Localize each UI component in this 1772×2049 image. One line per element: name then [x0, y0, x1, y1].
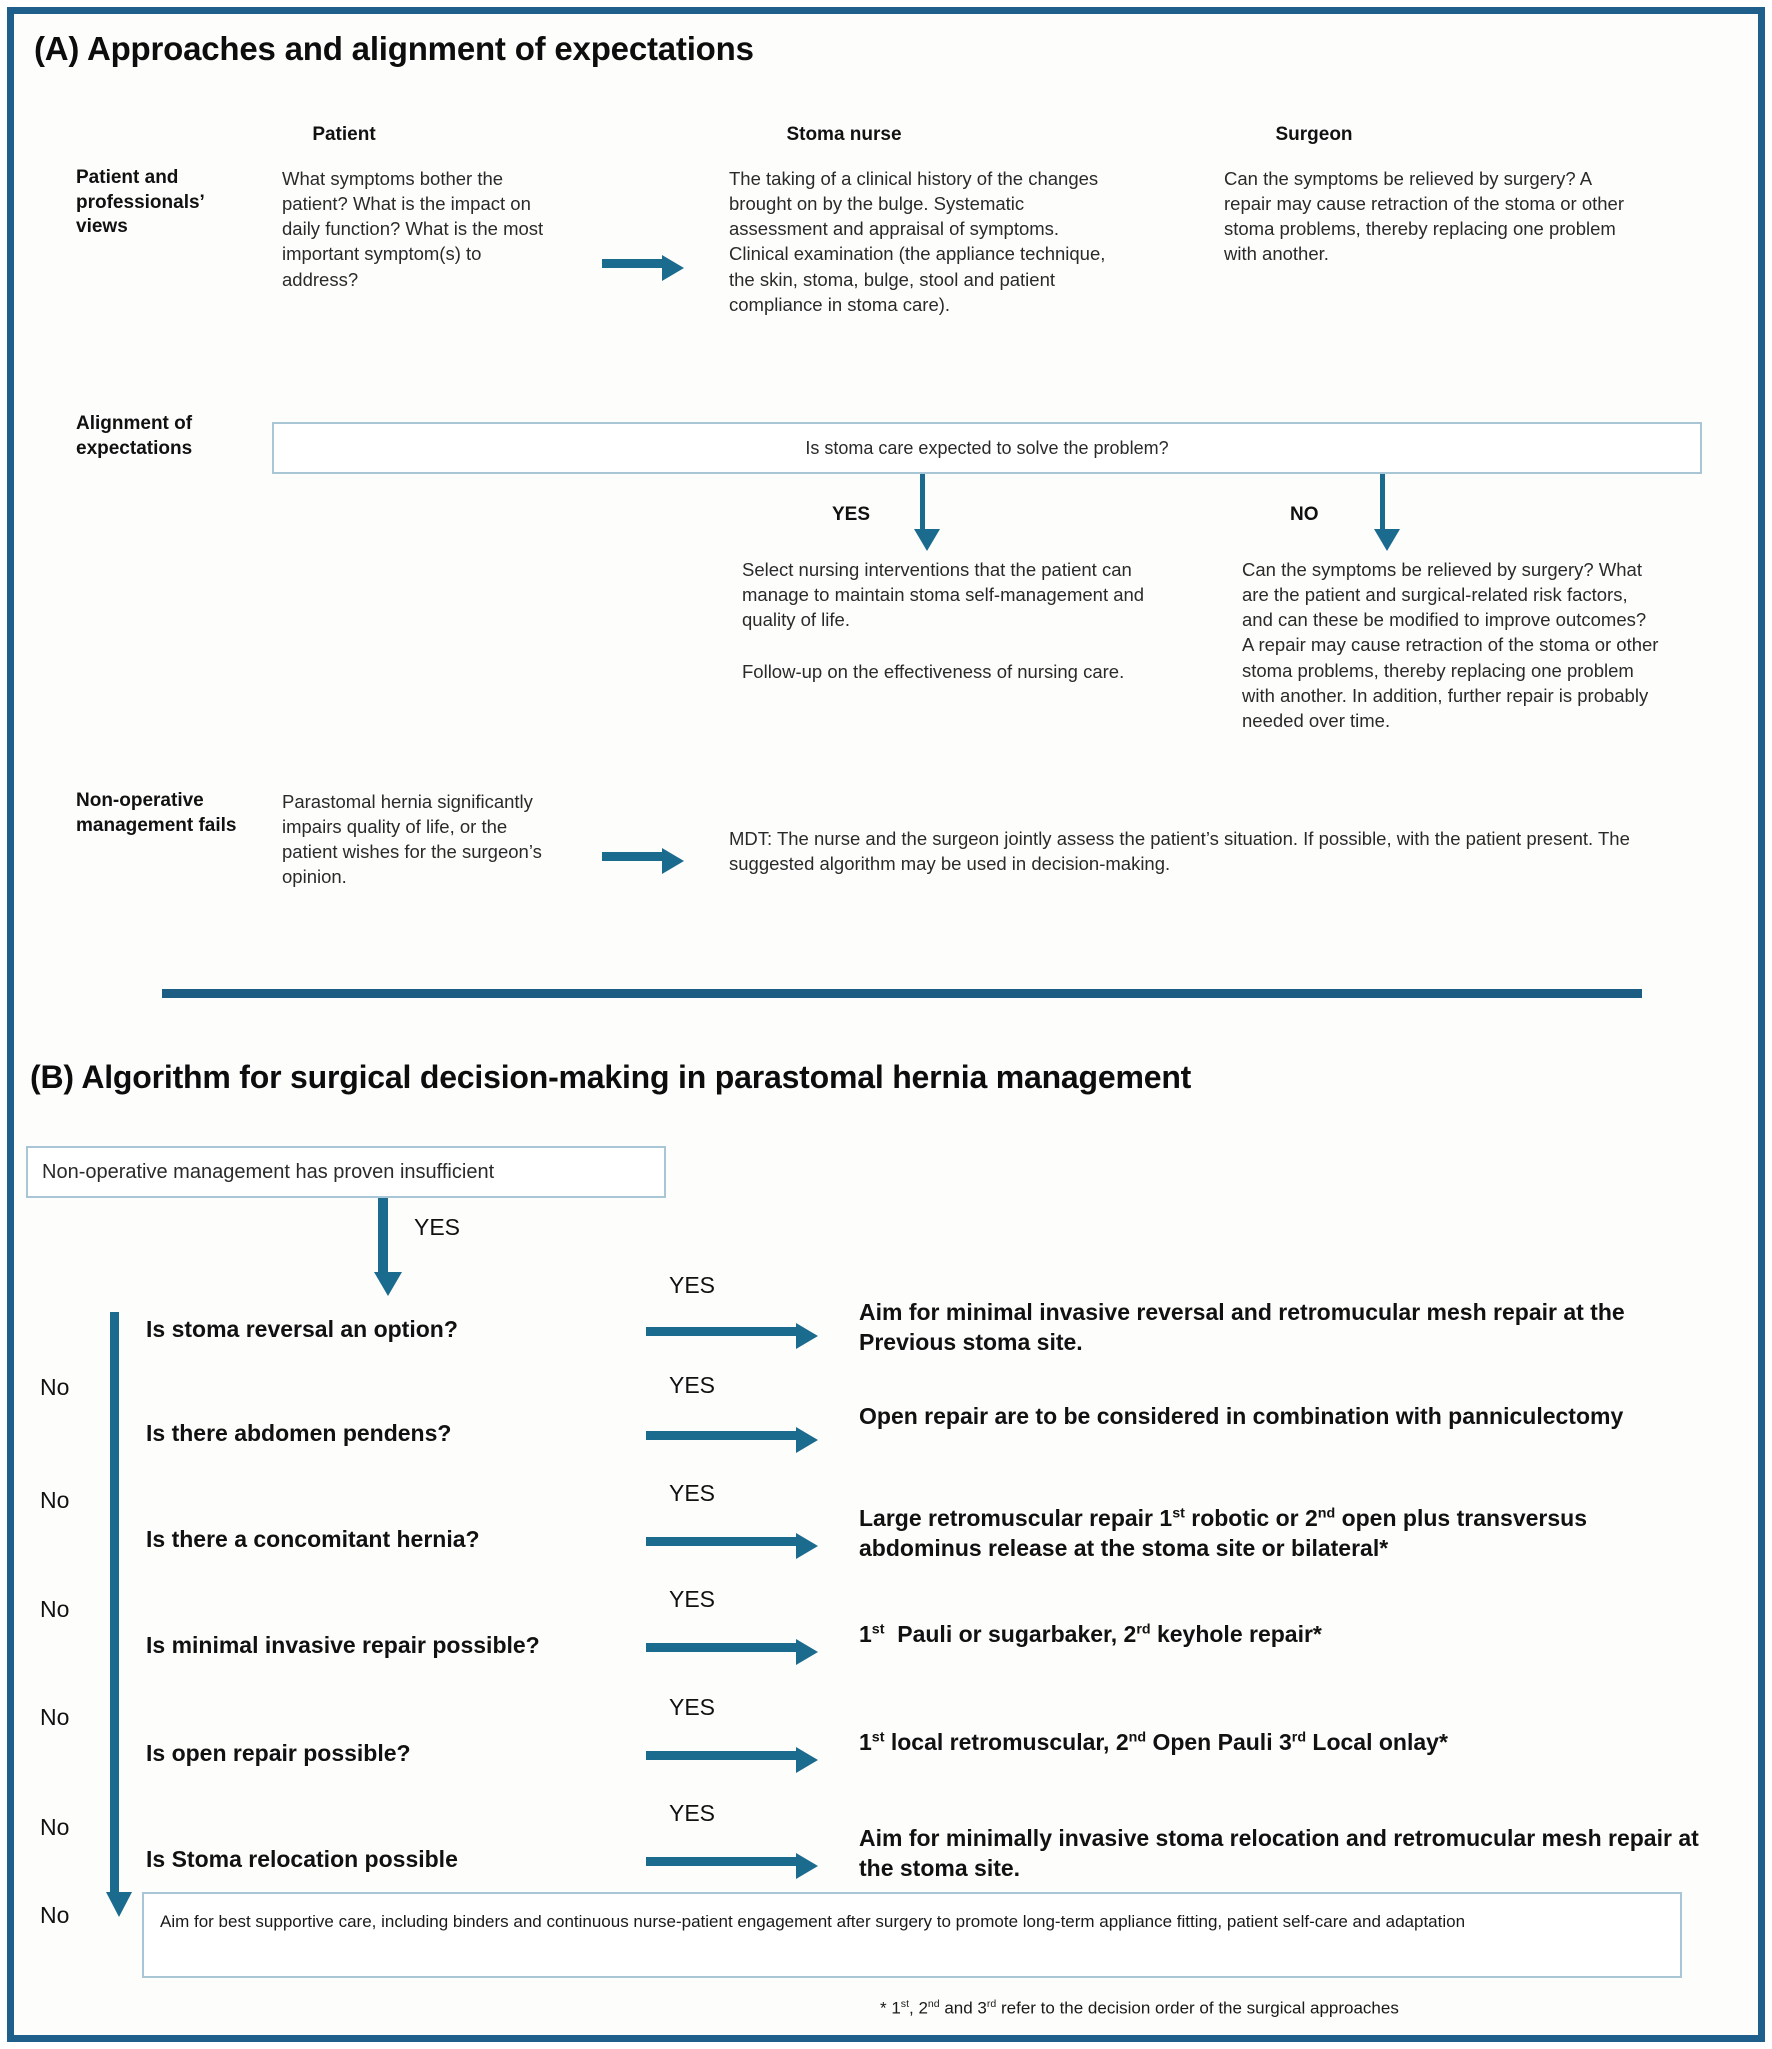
arrow-entry-yes [374, 1198, 402, 1296]
decision-arrow-5 [646, 1747, 818, 1773]
decision-question-5[interactable]: Is open repair possible? [146, 1740, 411, 1766]
panel-a-title: (A) Approaches and alignment of expectat… [34, 30, 754, 67]
decision-answer-6: Aim for minimally invasive stoma relocat… [859, 1825, 1699, 1881]
column-header-patient: Patient [312, 124, 376, 145]
no-label-6: No [40, 1902, 70, 1928]
decision-arrow-4 [646, 1639, 818, 1665]
no-label-4: No [40, 1704, 70, 1730]
decision-yes-label-1: YES [669, 1272, 716, 1298]
label-yes-branch: YES [832, 504, 871, 525]
no-branch-text: Can the symptoms be relieved by surgery?… [1242, 559, 1659, 731]
yes-branch-text-2: Follow-up on the effectiveness of nursin… [742, 661, 1125, 682]
cell-nonoperative-patient-text: Parastomal hernia significantly impairs … [282, 791, 542, 888]
cell-nurse-views: The taking of a clinical history of the … [729, 168, 1106, 315]
decision-yes-label-2: YES [669, 1372, 716, 1398]
row-label-patient-professionals-views: Patient and professionals’ views [76, 167, 204, 238]
decision-yes-label-3: YES [669, 1480, 716, 1506]
decision-question-1[interactable]: Is stoma reversal an option? [146, 1316, 458, 1342]
arrow-down-no [1374, 474, 1400, 551]
figure-frame: (A) Approaches and alignment of expectat… [7, 7, 1765, 2042]
decision-answer-2: Open repair are to be considered in comb… [859, 1403, 1624, 1429]
decision-answer-1: Aim for minimal invasive reversal and re… [859, 1299, 1625, 1355]
panel-divider [162, 989, 1642, 998]
decision-question-6[interactable]: Is Stoma relocation possible [146, 1846, 458, 1872]
decision-question-2[interactable]: Is there abdomen pendens? [146, 1420, 452, 1446]
no-spine-arrow [106, 1312, 132, 1917]
label-entry-yes: YES [414, 1214, 461, 1240]
row-label-nonoperative-management-fails: Non-operative management fails [76, 790, 237, 836]
question-box-stoma-care-expected[interactable]: Is stoma care expected to solve the prob… [272, 422, 1702, 474]
arrow-down-yes [914, 474, 940, 551]
decision-question-3[interactable]: Is there a concomitant hernia? [146, 1526, 480, 1552]
entry-box-nonoperative-insufficient[interactable]: Non-operative management has proven insu… [26, 1146, 666, 1198]
arrow-patient-to-nurse [602, 255, 684, 281]
decision-answer-3: Large retromuscular repair 1st robotic o… [859, 1505, 1587, 1561]
decision-yes-label-4: YES [669, 1586, 716, 1612]
final-supportive-care-box[interactable]: Aim for best supportive care, including … [142, 1892, 1682, 1978]
decision-arrow-2 [646, 1427, 818, 1453]
column-header-surgeon: Surgeon [1275, 124, 1353, 145]
no-label-5: No [40, 1814, 70, 1840]
footnote: * 1st, 2nd and 3rd refer to the decision… [880, 1998, 1399, 2018]
column-header-stoma-nurse: Stoma nurse [786, 124, 902, 145]
decision-yes-label-6: YES [669, 1800, 716, 1826]
label-no-branch: NO [1290, 504, 1319, 525]
yes-branch-text-1: Select nursing interventions that the pa… [742, 559, 1145, 631]
cell-surgeon-views: Can the symptoms be relieved by surgery?… [1224, 168, 1624, 265]
arrow-patient-to-mdt [602, 848, 684, 874]
decision-arrow-1 [646, 1323, 818, 1349]
decision-arrow-6 [646, 1853, 818, 1879]
no-label-2: No [40, 1487, 70, 1513]
decision-yes-label-5: YES [669, 1694, 716, 1720]
mdt-text: MDT: The nurse and the surgeon jointly a… [729, 828, 1630, 875]
cell-patient-views: What symptoms bother the patient? What i… [282, 168, 544, 290]
no-label-3: No [40, 1596, 70, 1622]
decision-answer-5: 1st local retromuscular, 2nd Open Pauli … [859, 1729, 1448, 1755]
decision-answer-4: 1st Pauli or sugarbaker, 2rd keyhole rep… [859, 1621, 1322, 1647]
row-label-alignment-of-expectations: Alignment of expectations [76, 413, 193, 459]
no-label-1: No [40, 1374, 70, 1400]
panel-b-title: (B) Algorithm for surgical decision-maki… [30, 1059, 1192, 1095]
decision-question-4[interactable]: Is minimal invasive repair possible? [146, 1632, 540, 1658]
decision-arrow-3 [646, 1533, 818, 1559]
